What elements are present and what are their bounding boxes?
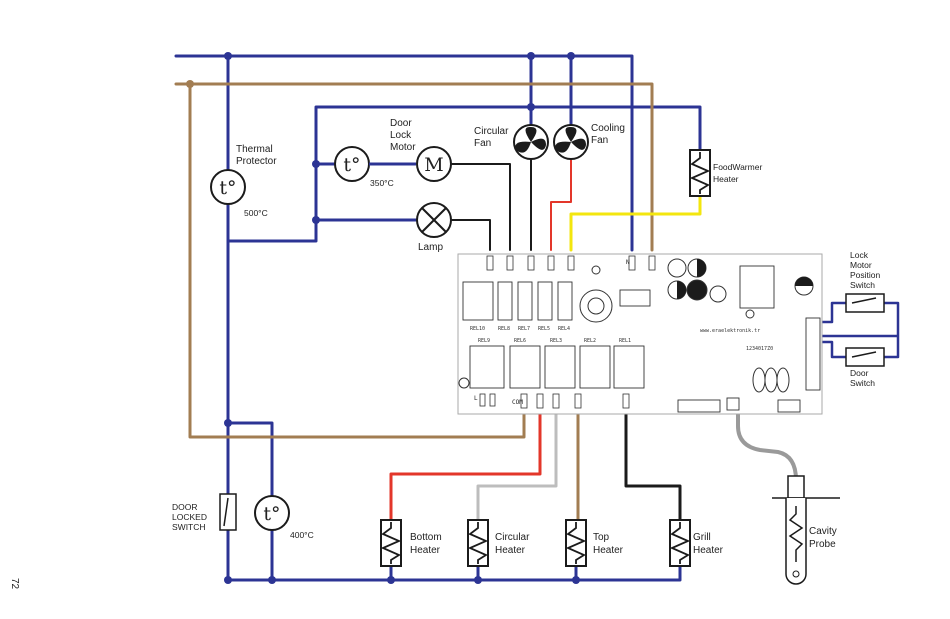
- door-lock-motor-label-1: Door: [390, 118, 412, 129]
- top-heater-label-2: Heater: [593, 545, 624, 556]
- relay-label-rel6: REL6: [514, 338, 526, 344]
- cavity-probe-label-1: Cavity: [809, 526, 837, 537]
- pin-COM: COM: [512, 399, 523, 406]
- wires: [174, 54, 900, 582]
- lock-switch-label-1: Lock: [850, 250, 869, 260]
- black-wire-motor: [451, 163, 511, 251]
- relay-label-rel9: REL9: [478, 338, 490, 344]
- relay-label-rel5: REL5: [538, 326, 550, 332]
- relay-label-rel2: REL2: [584, 338, 596, 344]
- door-locked-label-3: SWITCH: [172, 522, 206, 532]
- black-wire-lamp: [451, 219, 491, 251]
- door-locked-label-2: LOCKED: [172, 512, 207, 522]
- thermal-protector-temp: 500°C: [244, 208, 268, 218]
- door-lock-temp: 350°C: [370, 178, 394, 188]
- cavity-probe: [772, 475, 840, 585]
- thermostat-symbol: t°: [219, 177, 236, 199]
- yellow-wire-foodwarmer: [569, 194, 702, 252]
- lamp: [416, 202, 452, 238]
- lock-motor-position-switch: [845, 293, 885, 313]
- door-lock-motor-label-2: Lock: [390, 130, 412, 141]
- lock-switch-label-2: Motor: [850, 260, 872, 270]
- thermostat-symbol: t°: [263, 503, 280, 525]
- page-number: 72: [9, 578, 20, 590]
- thermal-protector-label-1: Thermal: [236, 144, 273, 155]
- door-lock-motor: M: [416, 146, 452, 182]
- relay-label-rel1: REL1: [619, 338, 631, 344]
- cooling-fan-label-1: Cooling: [591, 123, 625, 134]
- black-wire-grill: [624, 406, 682, 522]
- live-wire: [174, 82, 654, 252]
- thermostat-400-temp: 400°C: [290, 530, 314, 540]
- pin-N: N: [626, 259, 630, 266]
- control-board: N L COM REL10 REL8 REL7 REL5 REL4 REL9 R…: [457, 253, 823, 415]
- motor-symbol: M: [424, 154, 443, 176]
- grill-heater: [669, 519, 691, 567]
- foodwarmer-label-2: Heater: [713, 174, 739, 184]
- board-website: www.eraelektronik.tr: [700, 328, 760, 334]
- top-heater-label-1: Top: [593, 532, 610, 543]
- relay-label-rel3: REL3: [550, 338, 562, 344]
- pin-L: L: [474, 395, 478, 402]
- thermal-protector: t°: [210, 169, 246, 205]
- neutral-wire-thermal-feed: [226, 105, 702, 243]
- lamp-label: Lamp: [418, 242, 443, 253]
- circular-heater-label-2: Heater: [495, 545, 526, 556]
- gray-wire-circular-heater: [476, 406, 558, 522]
- door-lock-thermostat: t°: [334, 146, 370, 182]
- bottom-heater: [380, 519, 402, 567]
- grill-heater-label-1: Grill: [693, 532, 711, 543]
- live-wire-left: [188, 82, 526, 439]
- grill-heater-label-2: Heater: [693, 545, 724, 556]
- neutral-wire-fans: [529, 54, 573, 126]
- bottom-heater-label-2: Heater: [410, 545, 441, 556]
- relay-label-rel7: REL7: [518, 326, 530, 332]
- foodwarmer-heater: [689, 149, 711, 197]
- thermostat-symbol: t°: [343, 154, 360, 176]
- bottom-heater-label-1: Bottom: [410, 532, 442, 543]
- door-switch-label-2: Switch: [850, 378, 875, 388]
- circular-heater-label-1: Circular: [495, 532, 530, 543]
- circular-fan-label-2: Fan: [474, 138, 491, 149]
- lock-switch-label-3: Position: [850, 270, 881, 280]
- circular-fan: [513, 124, 549, 160]
- cavity-probe-label-2: Probe: [809, 539, 836, 550]
- junction-dots: [224, 52, 580, 584]
- cooling-fan-label-2: Fan: [591, 135, 608, 146]
- door-locked-label-1: DOOR: [172, 502, 198, 512]
- top-heater: [565, 519, 587, 567]
- neutral-wire-top: [174, 54, 634, 252]
- door-locked-switch: [219, 493, 237, 531]
- board-part-code: 1234017Z0: [746, 346, 773, 352]
- foodwarmer-label-1: FoodWarmer: [713, 162, 762, 172]
- cooling-fan: [553, 124, 589, 160]
- lock-switch-label-4: Switch: [850, 280, 875, 290]
- circular-heater: [467, 519, 489, 567]
- thermostat-400: t°: [254, 495, 290, 531]
- thermal-protector-label-2: Protector: [236, 156, 277, 167]
- red-wire-cooling-fan: [550, 159, 572, 251]
- relay-label-rel4: REL4: [558, 326, 570, 332]
- relay-label-rel8: REL8: [498, 326, 510, 332]
- neutral-wire-400-thermostat: [226, 421, 274, 582]
- door-switch-label-1: Door: [850, 368, 869, 378]
- door-switch: [845, 347, 885, 367]
- circular-fan-label-1: Circular: [474, 126, 509, 137]
- relay-label-rel10: REL10: [470, 326, 485, 332]
- door-lock-motor-label-3: Motor: [390, 142, 416, 153]
- switch-wires: [806, 301, 900, 359]
- red-wire-bottom-heater: [389, 406, 542, 522]
- live-junction-dot: [186, 80, 194, 88]
- probe-cable: [736, 406, 798, 494]
